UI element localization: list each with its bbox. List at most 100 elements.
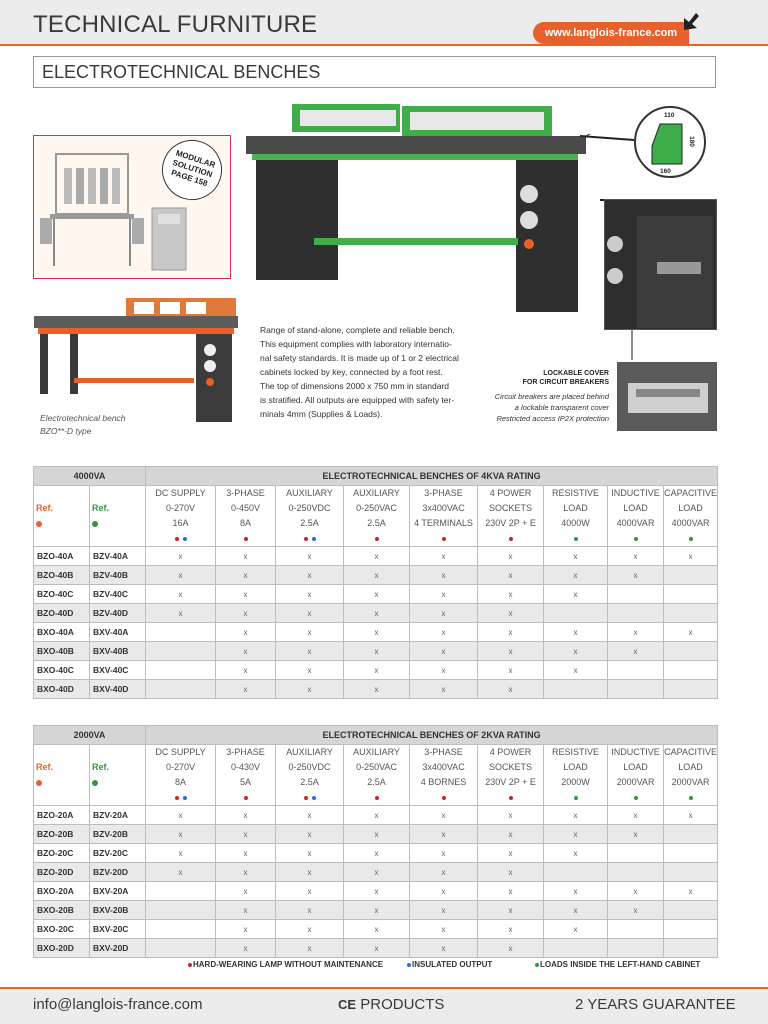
- blue-dot-icon: [182, 536, 187, 541]
- footer-email[interactable]: info@langlois-france.com: [33, 996, 203, 1013]
- feature-cell: x: [409, 603, 479, 623]
- ref-cell: BXO-20A: [33, 881, 90, 901]
- feature-cell: x: [477, 622, 545, 642]
- website-link[interactable]: www.langlois-france.com: [533, 22, 689, 44]
- ref-cell: BXO-20B: [33, 900, 90, 920]
- column-header-line: 2.5A: [367, 518, 386, 528]
- ref-dot-icon: [36, 520, 42, 527]
- blue-dot-icon: [311, 795, 316, 800]
- lockable-text-line: a lockable transparent cover: [514, 403, 609, 412]
- column-header-line: LOAD: [623, 762, 648, 772]
- feature-cell: x: [477, 900, 545, 920]
- column-header-line: SOCKETS: [489, 503, 533, 513]
- section-title: ELECTROTECHNICAL BENCHES: [42, 62, 321, 82]
- feature-cell: x: [543, 805, 609, 825]
- legend-item-insulated: INSULATED OUTPUT: [407, 960, 492, 969]
- table-title: ELECTROTECHNICAL BENCHES OF 2KVA RATING: [145, 725, 719, 745]
- feature-cell: x: [215, 862, 277, 882]
- ref-cell: BXV-40B: [88, 641, 147, 661]
- green-dot-icon: [688, 536, 693, 541]
- feature-cell: x: [343, 843, 411, 863]
- feature-cell: x: [145, 862, 217, 882]
- description-line: nal safety standards. It is made up of 1…: [260, 353, 459, 363]
- feature-cell: x: [409, 824, 479, 844]
- feature-cell: [663, 824, 719, 844]
- red-dot-icon: [374, 795, 379, 800]
- column-header-line: 4000VAR: [671, 518, 710, 528]
- feature-cell: [607, 843, 665, 863]
- ref-label: Ref.: [92, 503, 110, 513]
- feature-cell: x: [607, 881, 665, 901]
- feature-cell: [145, 660, 217, 680]
- feature-cell: x: [477, 805, 545, 825]
- ref-cell: BZV-20B: [88, 824, 147, 844]
- feature-cell: [607, 603, 665, 623]
- feature-cell: x: [543, 660, 609, 680]
- feature-cell: x: [477, 584, 545, 604]
- feature-cell: x: [663, 881, 719, 901]
- column-header-line: 2000VAR: [671, 777, 710, 787]
- column-header-line: 3-PHASE: [226, 747, 265, 757]
- legend-label: INSULATED OUTPUT: [412, 960, 493, 969]
- blue-dot-icon: [311, 536, 316, 541]
- ref-cell: BZO-40C: [33, 584, 90, 604]
- feature-cell: x: [215, 900, 277, 920]
- feature-cell: [663, 660, 719, 680]
- profile-bottom-dimension: 160: [660, 168, 671, 175]
- column-header-line: DC SUPPLY: [155, 747, 206, 757]
- red-dot-icon: [303, 536, 308, 541]
- column-header-line: 3-PHASE: [226, 488, 265, 498]
- column-dots: [608, 790, 663, 805]
- feature-cell: x: [275, 805, 345, 825]
- feature-cell: x: [215, 603, 277, 623]
- feature-cell: x: [477, 843, 545, 863]
- column-dots: [478, 790, 543, 805]
- feature-cell: x: [543, 546, 609, 566]
- feature-cell: [663, 900, 719, 920]
- column-header-line: 0-250VDC: [288, 503, 331, 513]
- feature-cell: [663, 603, 719, 623]
- column-dots: [344, 790, 409, 805]
- rating-cell: 2000VA: [32, 725, 147, 745]
- feature-cell: x: [477, 824, 545, 844]
- feature-cell: x: [409, 843, 479, 863]
- feature-cell: x: [607, 805, 665, 825]
- lockable-cover-title: Lockable cover for circuit breakers: [480, 369, 609, 387]
- ref-label: Ref.: [36, 762, 54, 772]
- column-dots: [146, 531, 215, 546]
- column-header-line: 2.5A: [367, 777, 386, 787]
- column-dots: [544, 531, 607, 546]
- feature-cell: x: [275, 919, 345, 939]
- feature-cell: x: [275, 900, 345, 920]
- feature-cell: x: [343, 805, 411, 825]
- page-header: TECHNICAL FURNITURE www.langlois-france.…: [0, 0, 768, 46]
- section-title-box: ELECTROTECHNICAL BENCHES: [33, 56, 716, 88]
- feature-cell: x: [215, 824, 277, 844]
- feature-cell: x: [543, 824, 609, 844]
- column-header-line: 0-250VDC: [288, 762, 331, 772]
- column-dots: [478, 531, 543, 546]
- feature-cell: x: [543, 900, 609, 920]
- modular-frame-drawing: [40, 153, 187, 271]
- bench-caption: Electrotechnical bench BZO**-D type: [40, 412, 126, 438]
- column-header-line: 5A: [240, 777, 252, 787]
- description-line: is stratified. All outputs are equipped …: [260, 395, 455, 405]
- header-rule: [0, 44, 768, 46]
- column-dots: [544, 790, 607, 805]
- feature-cell: x: [477, 862, 545, 882]
- column-header-line: LOAD: [678, 762, 703, 772]
- feature-cell: [543, 603, 609, 623]
- feature-cell: x: [343, 919, 411, 939]
- feature-cell: x: [477, 641, 545, 661]
- ref-cell: BZO-40D: [33, 603, 90, 623]
- column-header-line: 2.5A: [300, 777, 319, 787]
- column-header-line: LOAD: [563, 503, 588, 513]
- column-header-line: 3-PHASE: [424, 747, 463, 757]
- feature-cell: x: [215, 679, 277, 699]
- ref-cell: BZV-20C: [88, 843, 147, 863]
- feature-cell: x: [215, 660, 277, 680]
